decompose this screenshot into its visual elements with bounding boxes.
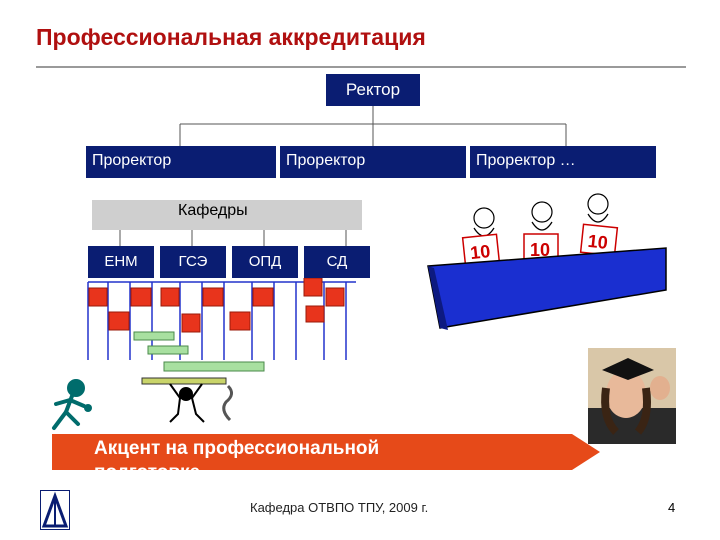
accent-arrow [52,434,600,470]
prorector-box-1: Проректор [86,146,276,178]
score-text-3: 10 [587,231,609,253]
departments-label: Кафедры [178,202,248,219]
page-number: 4 [668,500,676,515]
accent-arrow-text: Акцент на профессиональной [94,438,380,459]
prorector-box-2: Проректор [280,146,466,178]
title-divider [36,66,686,68]
slide-title: Профессиональная аккредитация [36,24,426,50]
cell-red [325,287,345,307]
dept-box-enm: ЕНМ [88,246,154,278]
cell-red [160,287,180,307]
curriculum-grid [87,278,356,360]
departments-bar [92,200,362,230]
score-text-2: 10 [530,240,550,260]
footer-text: Кафедра ОТВПО ТПУ, 2009 г. [250,500,429,515]
dept-box-gse: ГСЭ [160,246,226,278]
score-card: 10 [461,233,501,267]
weightlifter-icon [141,377,233,423]
cell-red [181,313,201,333]
score-text-1: 10 [469,241,491,263]
jury-illustration: 10 10 10 [427,193,667,330]
green-bars [133,331,265,372]
score-card: 10 [579,223,619,257]
accent-arrow-text-line2: подготовке [94,462,201,476]
rector-box: Ректор [326,74,420,106]
tpu-logo-icon [40,490,70,530]
prorector-box-3: Проректор … [470,146,656,178]
running-man-icon [52,379,92,430]
cell-red [252,287,274,307]
dept-box-sd: СД [304,246,370,278]
cell-red [88,287,108,307]
graduate-photo [588,348,676,444]
cell-red [305,305,325,323]
cell-red [202,287,224,307]
cell-red [229,311,251,331]
cell-red [108,311,130,331]
cell-red [130,287,152,307]
cell-red [303,278,323,297]
dept-box-opd: ОПД [232,246,298,278]
